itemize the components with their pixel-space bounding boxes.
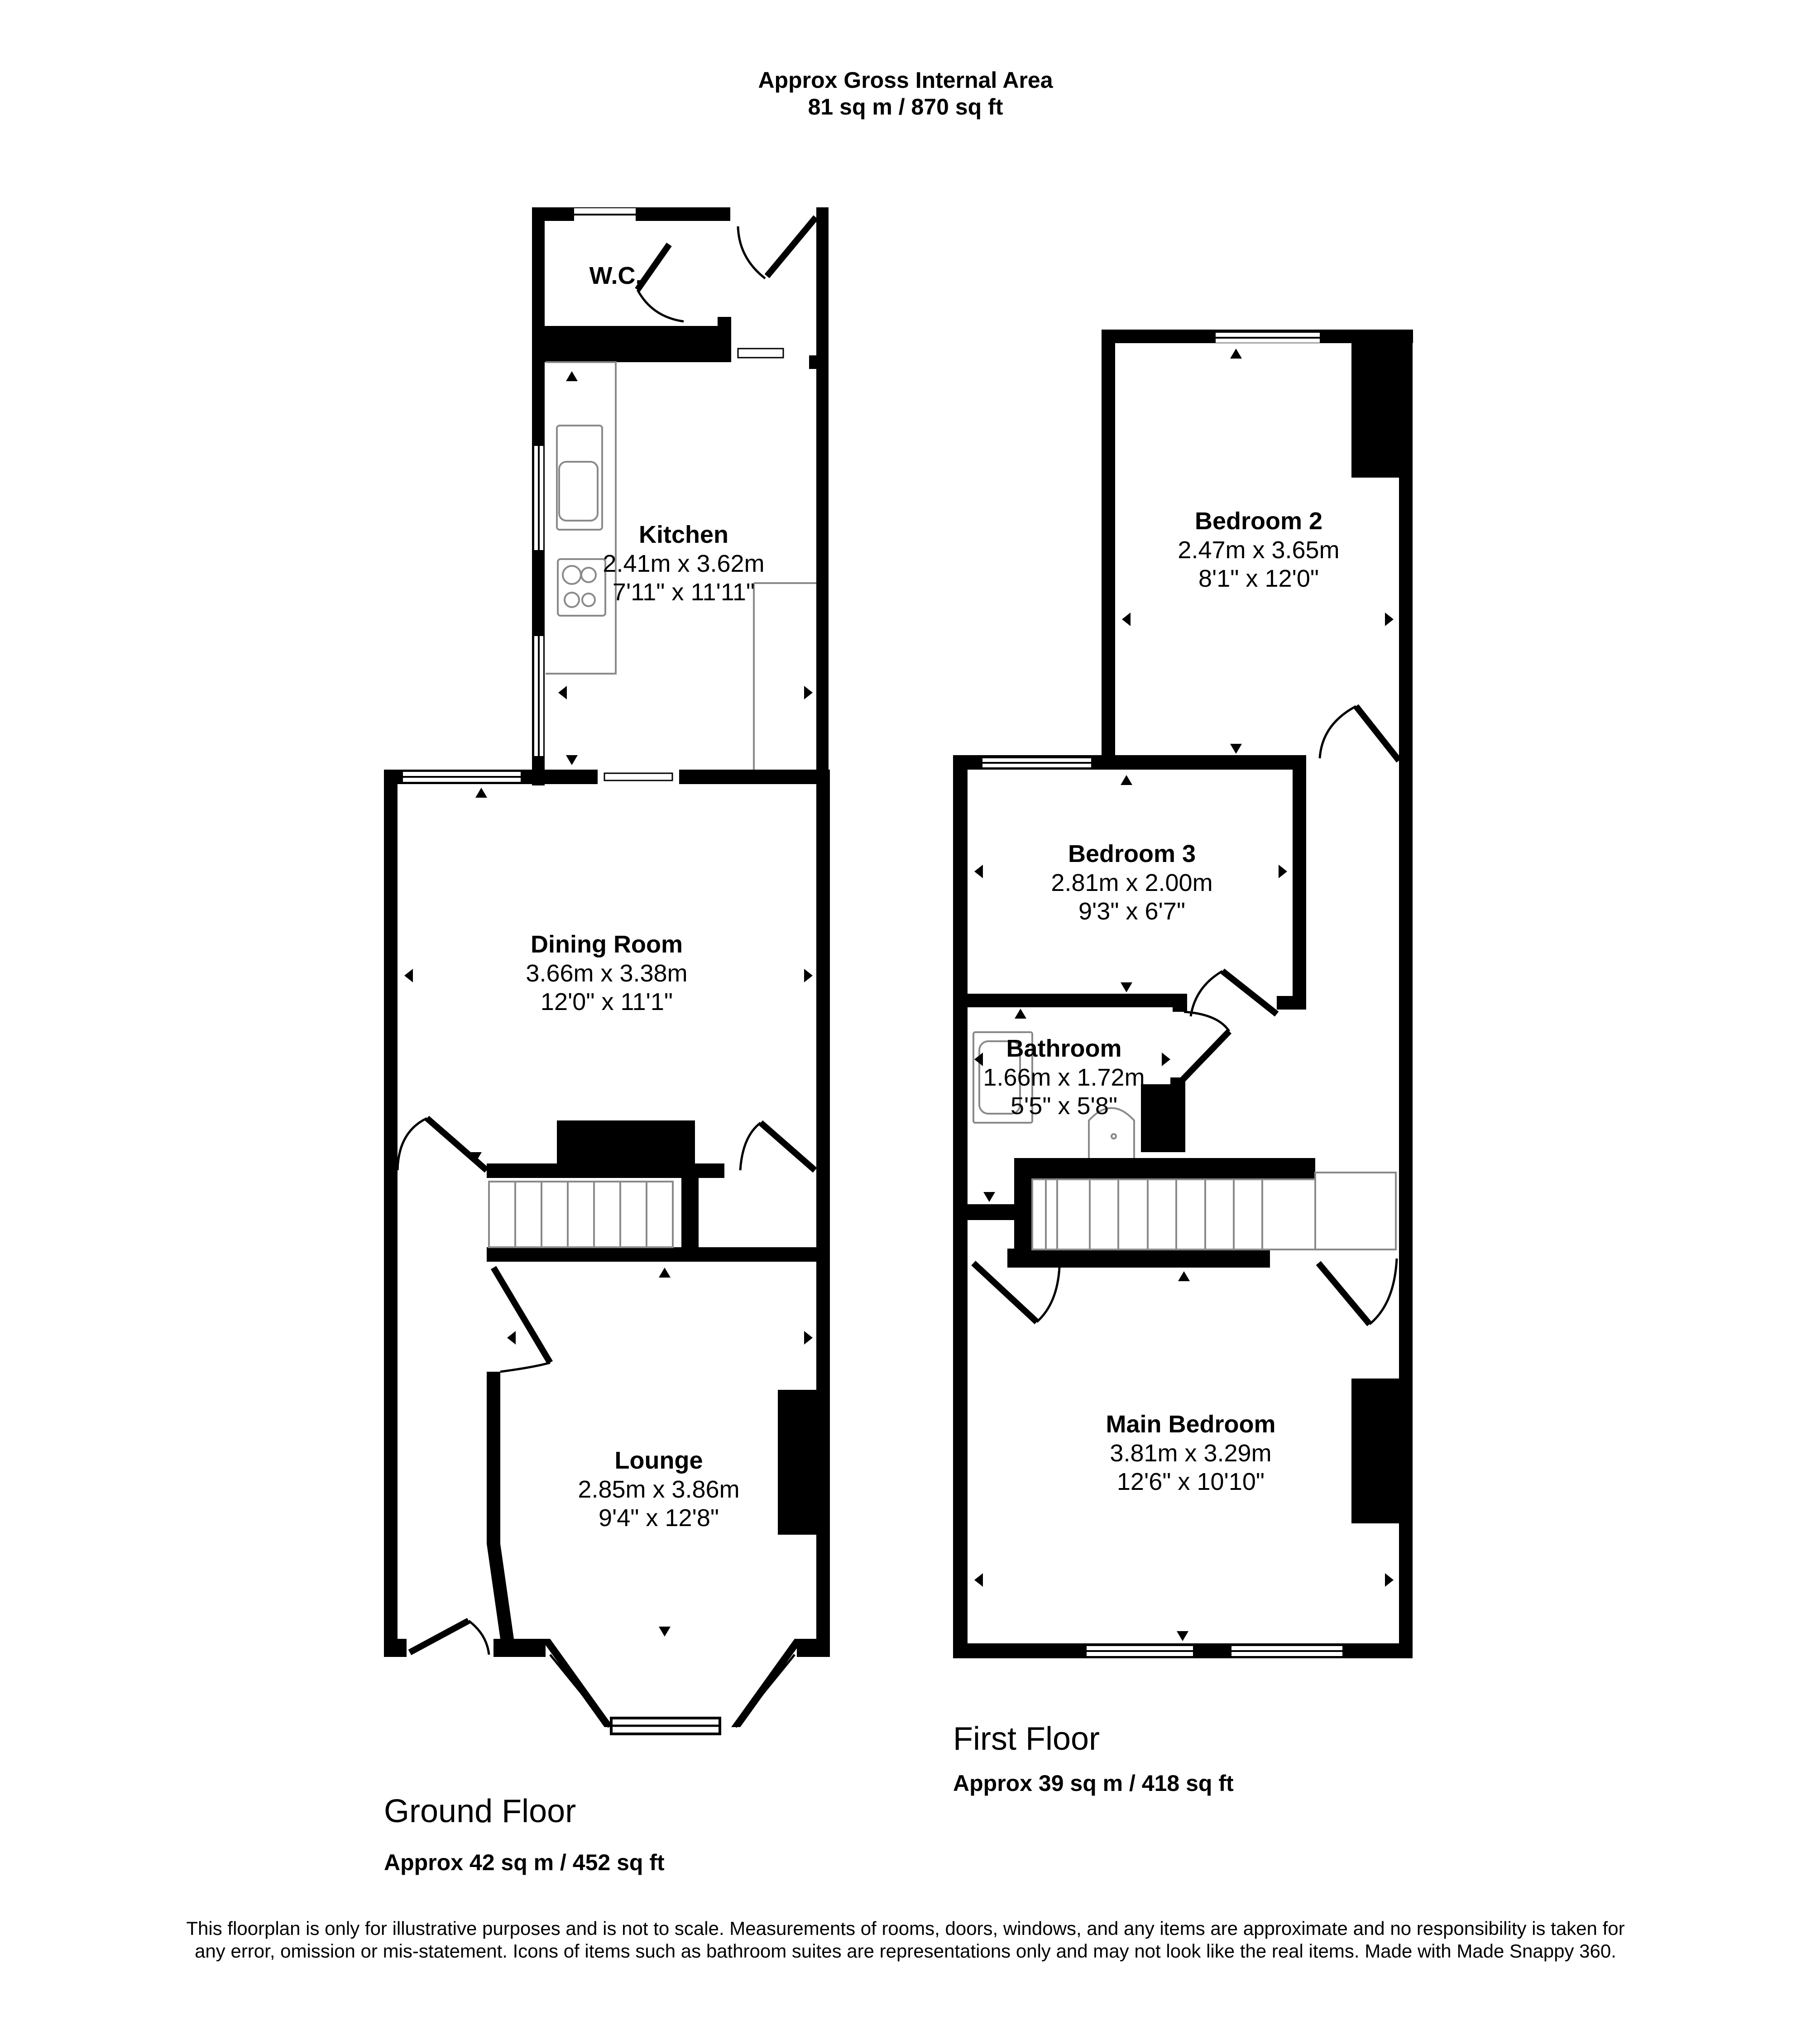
room-label-wc: W.C. (580, 262, 652, 291)
ground-floor-title: Ground Floor (384, 1793, 576, 1829)
ground-staircase-icon (488, 1181, 674, 1248)
room-label-lounge: Lounge 2.85m x 3.86m 9'4" x 12'8" (532, 1446, 786, 1533)
ground-floor-area: Approx 42 sq m / 452 sq ft (384, 1850, 665, 1875)
room-imperial-dimensions: 12'0" x 11'1" (540, 988, 673, 1016)
room-label-dining-room: Dining Room 3.66m x 3.38m 12'0" x 11'1" (480, 930, 733, 1017)
room-label-bedroom-3: Bedroom 3 2.81m x 2.00m 9'3" x 6'7" (1005, 840, 1259, 926)
room-label-main-bedroom: Main Bedroom 3.81m x 3.29m 12'6" x 10'10… (1055, 1410, 1327, 1497)
room-name: W.C. (589, 262, 642, 289)
gross-area-title: Approx Gross Internal Area (758, 67, 1053, 93)
room-label-bedroom-2: Bedroom 2 2.47m x 3.65m 8'1" x 12'0" (1132, 507, 1385, 594)
kitchen-worktops-icon (546, 361, 816, 770)
disclaimer: This floorplan is only for illustrative … (186, 1918, 1625, 1962)
room-metric-dimensions: 3.66m x 3.38m (526, 959, 688, 987)
room-name: Bathroom (1006, 1035, 1122, 1062)
room-metric-dimensions: 2.85m x 3.86m (578, 1475, 740, 1503)
room-metric-dimensions: 3.81m x 3.29m (1110, 1439, 1272, 1467)
dimension-markers (404, 349, 1394, 1641)
room-imperial-dimensions: 9'3" x 6'7" (1078, 898, 1186, 925)
bathtub-icon (973, 1031, 1033, 1124)
room-imperial-dimensions: 12'6" x 10'10" (1116, 1468, 1265, 1496)
basin-icon (1088, 1107, 1135, 1160)
first-floor-title: First Floor (953, 1721, 1100, 1757)
gross-area-header: Approx Gross Internal Area 81 sq m / 870… (634, 67, 1177, 120)
room-name: Dining Room (531, 931, 683, 958)
room-imperial-dimensions: 5'5" x 5'8" (1010, 1092, 1118, 1120)
ground-floor-plan (384, 207, 830, 1735)
room-name: Bedroom 3 (1068, 840, 1196, 867)
room-metric-dimensions: 2.47m x 3.65m (1178, 536, 1340, 564)
gross-area-total: 81 sq m / 870 sq ft (808, 94, 1003, 120)
first-floor-plan (953, 330, 1413, 1658)
room-imperial-dimensions: 9'4" x 12'8" (598, 1504, 719, 1532)
room-metric-dimensions: 2.81m x 2.00m (1051, 869, 1213, 896)
room-label-bathroom: Bathroom 1.66m x 1.72m 5'5" x 5'8" (964, 1034, 1164, 1121)
first-floor-area: Approx 39 sq m / 418 sq ft (953, 1771, 1234, 1796)
room-metric-dimensions: 1.66m x 1.72m (983, 1063, 1145, 1091)
bay-window-icon (541, 1639, 804, 1735)
room-name: Kitchen (638, 521, 729, 548)
room-label-kitchen: Kitchen 2.41m x 3.62m 7'11" x 11'11" (557, 521, 810, 607)
room-name: Main Bedroom (1106, 1411, 1276, 1438)
room-imperial-dimensions: 7'11" x 11'11" (612, 579, 755, 606)
room-name: Lounge (614, 1447, 703, 1474)
room-imperial-dimensions: 8'1" x 12'0" (1198, 565, 1319, 593)
room-name: Bedroom 2 (1194, 507, 1323, 535)
room-metric-dimensions: 2.41m x 3.62m (603, 550, 765, 577)
